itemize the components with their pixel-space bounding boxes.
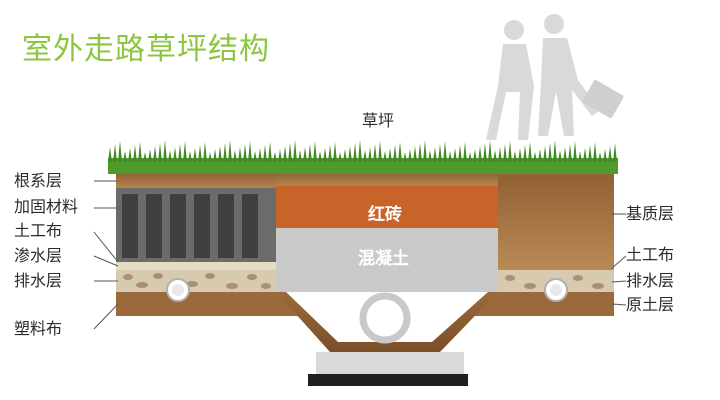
base-slab	[316, 352, 464, 374]
center-drain-pipe-icon	[359, 292, 411, 344]
native-soil-label: 原土层	[626, 295, 675, 314]
drain-pipe-icon	[166, 278, 190, 302]
reinforcement-layer	[116, 186, 276, 262]
plastic-sheet-label: 塑料布	[14, 319, 63, 338]
brick-label: 红砖	[368, 205, 402, 225]
substrate-layer	[498, 170, 614, 270]
reinforcement-label: 加固材料	[14, 197, 79, 216]
page-title: 室外走路草坪结构	[22, 32, 270, 67]
walking-people-icon	[486, 14, 600, 140]
root-layer	[116, 170, 276, 188]
seepage-layer-label: 渗水层	[14, 246, 63, 265]
drainage-label-right: 排水层	[626, 271, 675, 290]
grass-label: 草坪	[362, 111, 395, 130]
briefcase-icon	[582, 79, 624, 119]
geotextile-label-right: 土工布	[626, 245, 675, 264]
substrate-label: 基质层	[626, 204, 675, 223]
drainage-label-left: 排水层	[14, 271, 63, 290]
drainage-layer-right	[498, 270, 614, 302]
concrete-label: 混凝土	[358, 249, 409, 269]
drainage-layer-left	[116, 262, 276, 292]
red-brick-layer	[276, 186, 498, 228]
concrete-layer	[276, 228, 498, 292]
geotextile-label-left: 土工布	[14, 221, 63, 240]
grass-layer	[108, 140, 618, 174]
root-layer-label: 根系层	[14, 171, 63, 190]
